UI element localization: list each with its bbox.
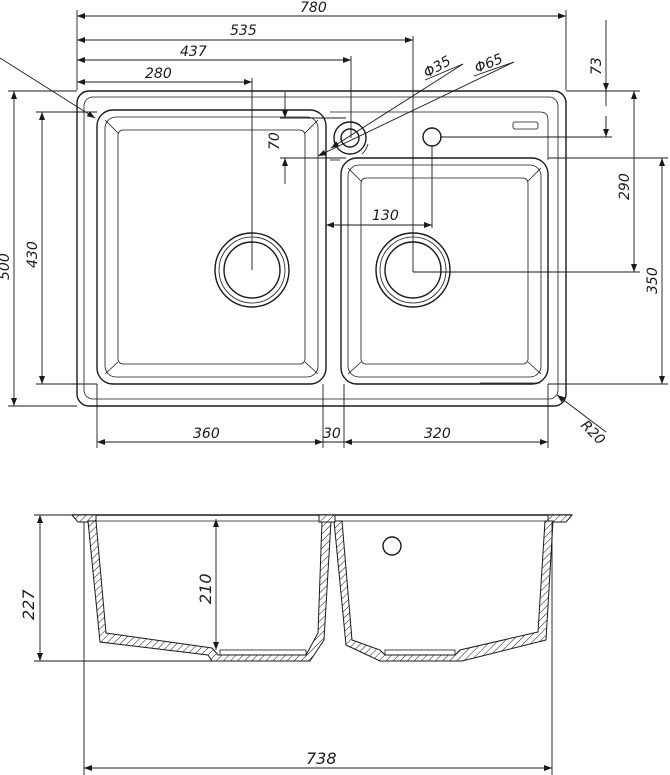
dim-bowl-depth: 210 [196, 573, 215, 604]
side-tap-hole [382, 536, 402, 556]
dim-overall-height: 227 [19, 589, 38, 620]
dim-left-drain-position: 280 [145, 66, 172, 82]
right-bowl-section [333, 520, 554, 662]
tap-hole [422, 127, 442, 147]
top-view: 780 535 437 280 70 Φ35 Φ65 [0, 0, 668, 448]
overflow-hole-outer [333, 121, 367, 155]
dim-tap-row-offset: 73 [589, 57, 605, 75]
dim-right-bowl-depth: 350 [645, 267, 661, 294]
dim-right-drain-depth: 290 [617, 173, 633, 200]
left-bowl [96, 109, 327, 385]
sink-outer-rim [76, 90, 567, 407]
dim-overflow-offset: 70 [267, 132, 283, 150]
dim-drain-spacing: 130 [372, 208, 399, 224]
dim-tap-position: 535 [230, 23, 257, 39]
dim-tap-hole-diameter: Φ35 [421, 53, 454, 81]
dim-right-bowl-width: 320 [424, 426, 451, 442]
dim-left-bowl-width: 360 [193, 426, 220, 442]
right-bowl [340, 157, 549, 385]
dim-corner-radius: R20 [577, 418, 608, 449]
dim-base-width: 738 [306, 749, 337, 768]
overflow-slot [512, 121, 539, 130]
sink-inner-rim [83, 96, 559, 400]
dim-divider-width: 30 [323, 426, 341, 442]
dim-overflow-position: 437 [180, 44, 207, 60]
side-view: 227 210 738 [19, 514, 574, 775]
dim-left-bowl-depth: 430 [25, 241, 41, 268]
overflow-hole-inner [340, 128, 360, 148]
dim-overall-width: 780 [300, 0, 327, 16]
dim-overall-depth: 500 [0, 253, 13, 280]
dim-tap-cutout-diameter: Φ65 [473, 51, 506, 77]
